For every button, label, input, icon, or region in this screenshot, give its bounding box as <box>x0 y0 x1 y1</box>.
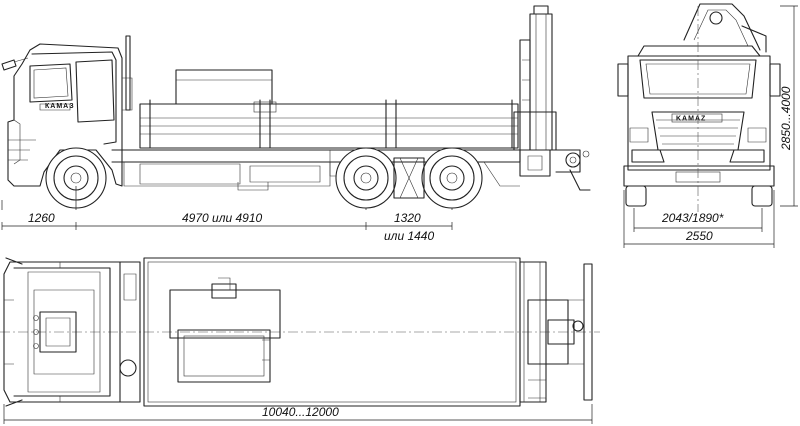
top-cab <box>3 257 141 407</box>
side-cab: КАМАЗ <box>1 35 133 187</box>
dim-track-width: 2043/1890* <box>661 211 724 225</box>
side-view: КАМАЗ <box>1 5 591 243</box>
front-right-wheel <box>751 185 773 207</box>
front-logo: KAMAZ <box>676 116 706 123</box>
front-view: KAMAZ 2043/1890* 2550 2850...4000 <box>617 3 798 248</box>
front-left-wheel <box>625 185 647 207</box>
side-dimensions: 1260 4970 или 4910 1320 или 1440 <box>1 186 453 243</box>
dim-overall-length: 10040...12000 <box>262 405 339 419</box>
top-dimensions: 10040...12000 <box>3 404 593 424</box>
top-crane <box>519 261 593 403</box>
dim-rear-axle-spacing-alt: или 1440 <box>384 229 434 243</box>
front-dimensions: 2043/1890* 2550 2850...4000 <box>623 5 798 248</box>
cab-badge: КАМАЗ <box>45 103 75 110</box>
front-cab <box>627 55 771 171</box>
dim-front-overhang: 1260 <box>28 211 55 225</box>
dim-rear-axle-spacing: 1320 <box>394 211 421 225</box>
dim-wheelbase: 4970 или 4910 <box>182 211 263 225</box>
side-rear-wheel-1 <box>335 147 397 209</box>
side-rear-wheel-2 <box>421 147 483 209</box>
side-crane <box>513 5 557 177</box>
top-view: 10040...12000 <box>0 257 600 424</box>
side-cargo-body <box>139 69 519 149</box>
dim-overall-width: 2550 <box>685 229 713 243</box>
dim-overall-height: 2850...4000 <box>779 86 793 151</box>
